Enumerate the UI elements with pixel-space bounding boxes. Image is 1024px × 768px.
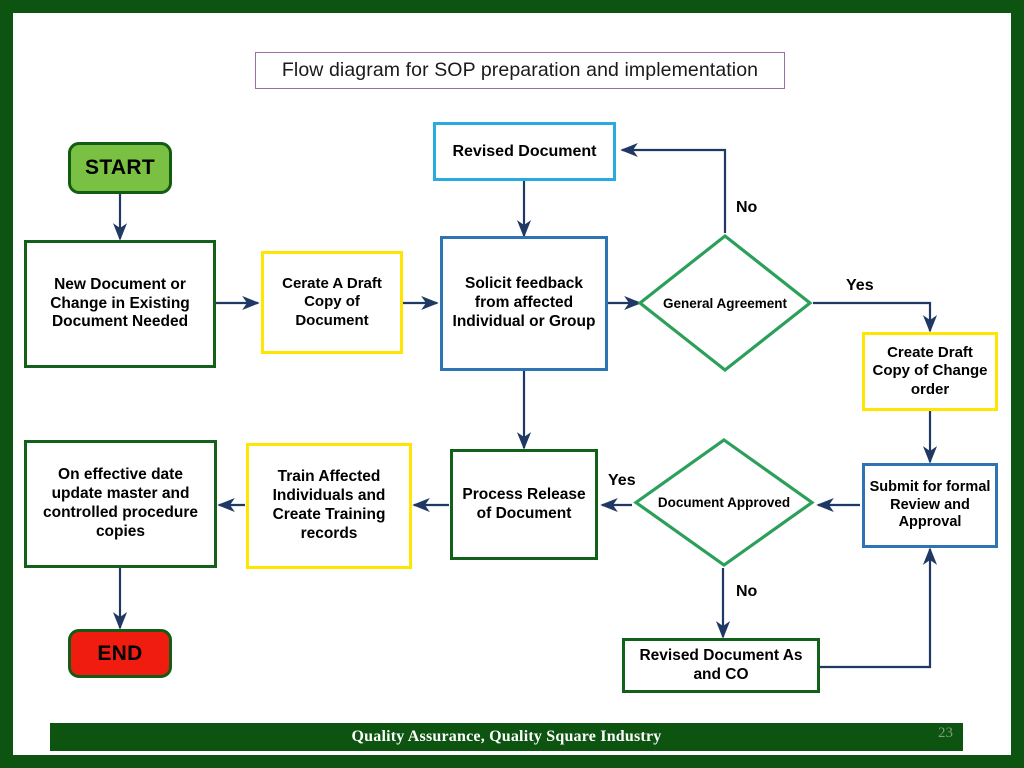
node-document-approved[interactable]: Document Approved (633, 437, 815, 568)
node-submit-review[interactable]: Submit for formal Review and Approval (862, 463, 998, 548)
general-agreement-diamond-shape (637, 233, 813, 373)
slide-frame-left (0, 0, 13, 768)
edge-revised-as-co-to-submit (820, 547, 938, 669)
node-train-affected[interactable]: Train Affected Individuals and Create Tr… (246, 443, 412, 569)
edge-general-agreement-no (620, 142, 727, 233)
node-create-draft-change-order-label: Create Draft Copy of Change order (872, 344, 988, 398)
edge-label-general-agreement-no: No (736, 199, 758, 216)
node-process-release-label: Process Release of Document (462, 485, 586, 522)
node-solicit-feedback[interactable]: Solicit feedback from affected Individua… (440, 236, 608, 371)
edge-general-agreement-yes (813, 301, 938, 333)
node-revised-document-as-co-label: Revised Document As and CO (639, 646, 803, 683)
node-new-document-label: New Document or Change in Existing Docum… (50, 275, 190, 331)
node-revised-document-as-co[interactable]: Revised Document As and CO (622, 638, 820, 693)
diagram-title-box: Flow diagram for SOP preparation and imp… (255, 52, 785, 89)
edge-label-document-approved-yes: Yes (608, 472, 636, 489)
node-revised-document-label: Revised Document (452, 142, 597, 160)
footer-text: Quality Assurance, Quality Square Indust… (351, 728, 662, 745)
node-update-master[interactable]: On effective date update master and cont… (24, 440, 217, 568)
edge-label-document-approved-no: No (736, 583, 758, 600)
footer-bar: Quality Assurance, Quality Square Indust… (50, 723, 963, 751)
node-submit-review-label: Submit for formal Review and Approval (869, 478, 991, 531)
node-solicit-feedback-label: Solicit feedback from affected Individua… (452, 275, 596, 330)
edge-label-general-agreement-yes: Yes (846, 277, 874, 294)
node-train-affected-label: Train Affected Individuals and Create Tr… (272, 468, 386, 542)
node-start[interactable]: START (68, 142, 172, 194)
page-number: 23 (938, 725, 953, 741)
node-new-document[interactable]: New Document or Change in Existing Docum… (24, 240, 216, 368)
node-create-draft-change-order[interactable]: Create Draft Copy of Change order (862, 332, 998, 411)
node-end-label: END (97, 641, 143, 665)
node-start-label: START (85, 156, 155, 180)
slide-frame-right (1011, 0, 1024, 768)
node-general-agreement[interactable]: General Agreement (637, 233, 813, 373)
node-process-release[interactable]: Process Release of Document (450, 449, 598, 560)
node-create-draft-label: Cerate A Draft Copy of Document (282, 275, 382, 329)
node-revised-document[interactable]: Revised Document (433, 122, 616, 181)
node-update-master-label: On effective date update master and cont… (42, 466, 199, 540)
node-end[interactable]: END (68, 629, 172, 678)
document-approved-diamond-shape (633, 438, 815, 567)
node-create-draft[interactable]: Cerate A Draft Copy of Document (261, 251, 403, 354)
diagram-title: Flow diagram for SOP preparation and imp… (281, 59, 759, 81)
slide-frame-top (0, 0, 1024, 13)
slide-frame-bottom (0, 755, 1024, 768)
